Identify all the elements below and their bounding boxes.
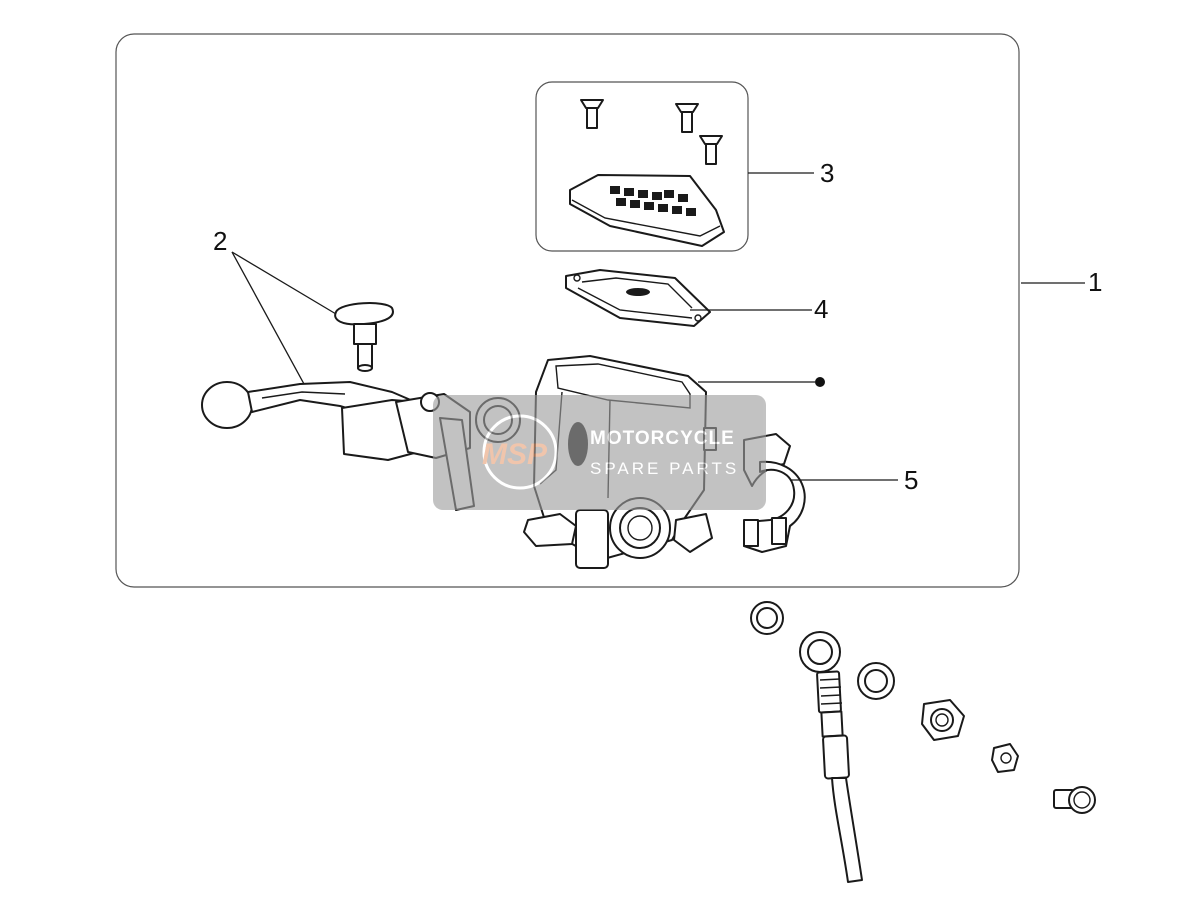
assembly-frame	[115, 33, 1020, 588]
screw-part[interactable]	[675, 103, 699, 133]
banjo-bolt-part[interactable]	[921, 699, 965, 741]
callout-3: 3	[820, 158, 834, 188]
watermark-box	[433, 395, 766, 510]
watermark: MSP MOTORCYCLE SPARE PARTS	[433, 395, 766, 510]
leader-line-2b	[231, 251, 305, 385]
callout-2: 2	[213, 226, 227, 256]
screw-part[interactable]	[699, 135, 723, 165]
diaphragm-gasket-part[interactable]	[565, 269, 711, 327]
sealing-washer-part[interactable]	[857, 662, 895, 700]
banjo-hose-part[interactable]	[799, 631, 863, 883]
callout-1: 1	[1088, 267, 1102, 297]
cover-kit-frame	[535, 81, 749, 252]
leader-line-2a	[231, 251, 337, 315]
adjuster-knob-part[interactable]	[334, 302, 394, 372]
callout-4: 4	[814, 294, 828, 324]
watermark-globe-icon	[482, 414, 558, 490]
watermark-line-1: MOTORCYCLE	[590, 428, 735, 449]
reservoir-cover-part[interactable]	[569, 174, 725, 247]
screw-part[interactable]	[580, 99, 604, 129]
sealing-washer-part[interactable]	[750, 601, 784, 635]
callout-5: 5	[904, 465, 918, 495]
watermark-logo: MSP	[482, 438, 548, 471]
bullet-marker	[815, 377, 825, 387]
bleed-screw-part[interactable]	[991, 743, 1019, 773]
bleed-cap-part[interactable]	[1053, 786, 1096, 814]
watermark-line-2: SPARE PARTS	[590, 459, 739, 478]
